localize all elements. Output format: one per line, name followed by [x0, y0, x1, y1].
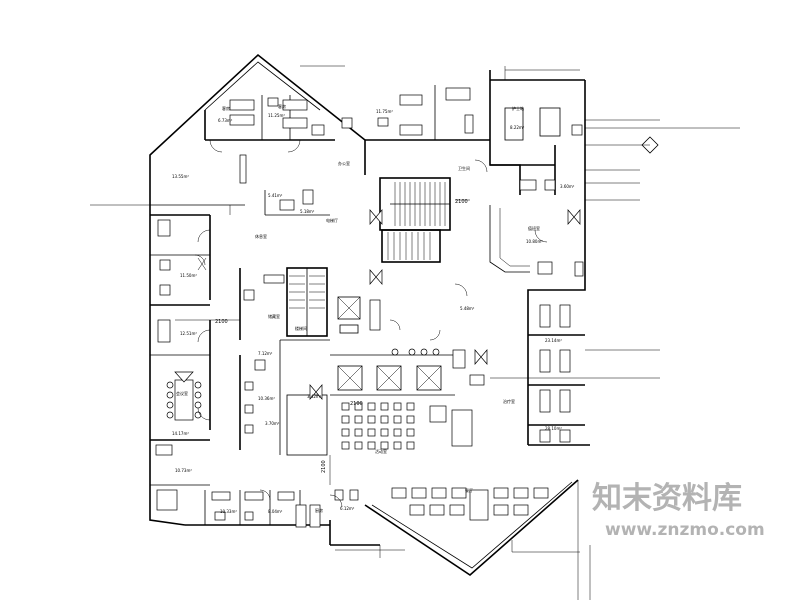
area-label: 3.70m² [265, 421, 280, 426]
area-label: 8.22m² [510, 125, 525, 130]
seating-rows [341, 402, 415, 450]
dimension-label: 2100 [350, 401, 363, 407]
dimension-label: 2100 [321, 460, 327, 473]
dimension-label: 2100 [455, 199, 468, 205]
room-label: 休息室 [255, 233, 267, 239]
room-label: 办公室 [338, 160, 350, 166]
room-label: 餐厅 [465, 487, 473, 493]
area-label: 8.04m² [268, 509, 283, 514]
area-label: 28.10m² [545, 426, 562, 431]
bottom-left-rooms [204, 489, 359, 528]
area-label: 3.60m² [560, 184, 575, 189]
room-label: 治疗室 [503, 398, 515, 404]
annotation-leaders [90, 65, 740, 600]
area-label: 10.33m² [220, 509, 237, 514]
area-label: 6.73m² [218, 118, 233, 123]
top-right-rooms [341, 85, 584, 277]
central-core [239, 177, 488, 456]
area-label: 23.14m² [545, 338, 562, 343]
area-label: 12.51m² [180, 331, 197, 336]
room-label: 值班室 [528, 225, 540, 231]
area-label: 11.50m² [180, 273, 197, 278]
area-label: 10.80m² [526, 239, 543, 244]
room-label: 电梯厅 [326, 217, 338, 223]
dimension-label: 2100 [215, 319, 228, 325]
area-label: 3.42m² [307, 394, 322, 399]
room-label: 会议室 [176, 390, 188, 396]
top-left-rooms [150, 61, 335, 216]
area-label: 11.75m² [376, 109, 393, 114]
right-bed-rooms [528, 304, 585, 443]
area-label: 11.25m² [268, 113, 285, 118]
room-label: 活动室 [375, 448, 387, 454]
room-label: 储藏室 [268, 313, 280, 319]
room-label: 楼梯间 [295, 325, 307, 331]
area-label: 10.36m² [258, 396, 275, 401]
dining-area [391, 487, 549, 521]
area-label: 5.18m² [300, 209, 315, 214]
room-label: 卫生间 [458, 165, 470, 171]
area-label: 6.12m² [340, 506, 355, 511]
left-side-rooms [150, 214, 211, 511]
room-label: 厨房 [315, 507, 323, 513]
watermark: 知末资料库 www.znzmo.com [592, 481, 765, 540]
building-outline [149, 53, 590, 577]
room-label: 护士站 [512, 105, 524, 111]
area-label: 10.73m² [175, 468, 192, 473]
area-label: 13.55m² [172, 174, 189, 179]
area-label: 14.17m² [172, 431, 189, 436]
area-label: 5.48m² [460, 306, 475, 311]
watermark-title: 知末资料库 [592, 481, 742, 516]
area-label: 7.12m² [258, 351, 273, 356]
room-label: 客房 [278, 103, 286, 109]
watermark-url: www.znzmo.com [605, 520, 765, 540]
area-label: 5.41m² [268, 193, 283, 198]
room-label: 客房 [222, 105, 230, 111]
